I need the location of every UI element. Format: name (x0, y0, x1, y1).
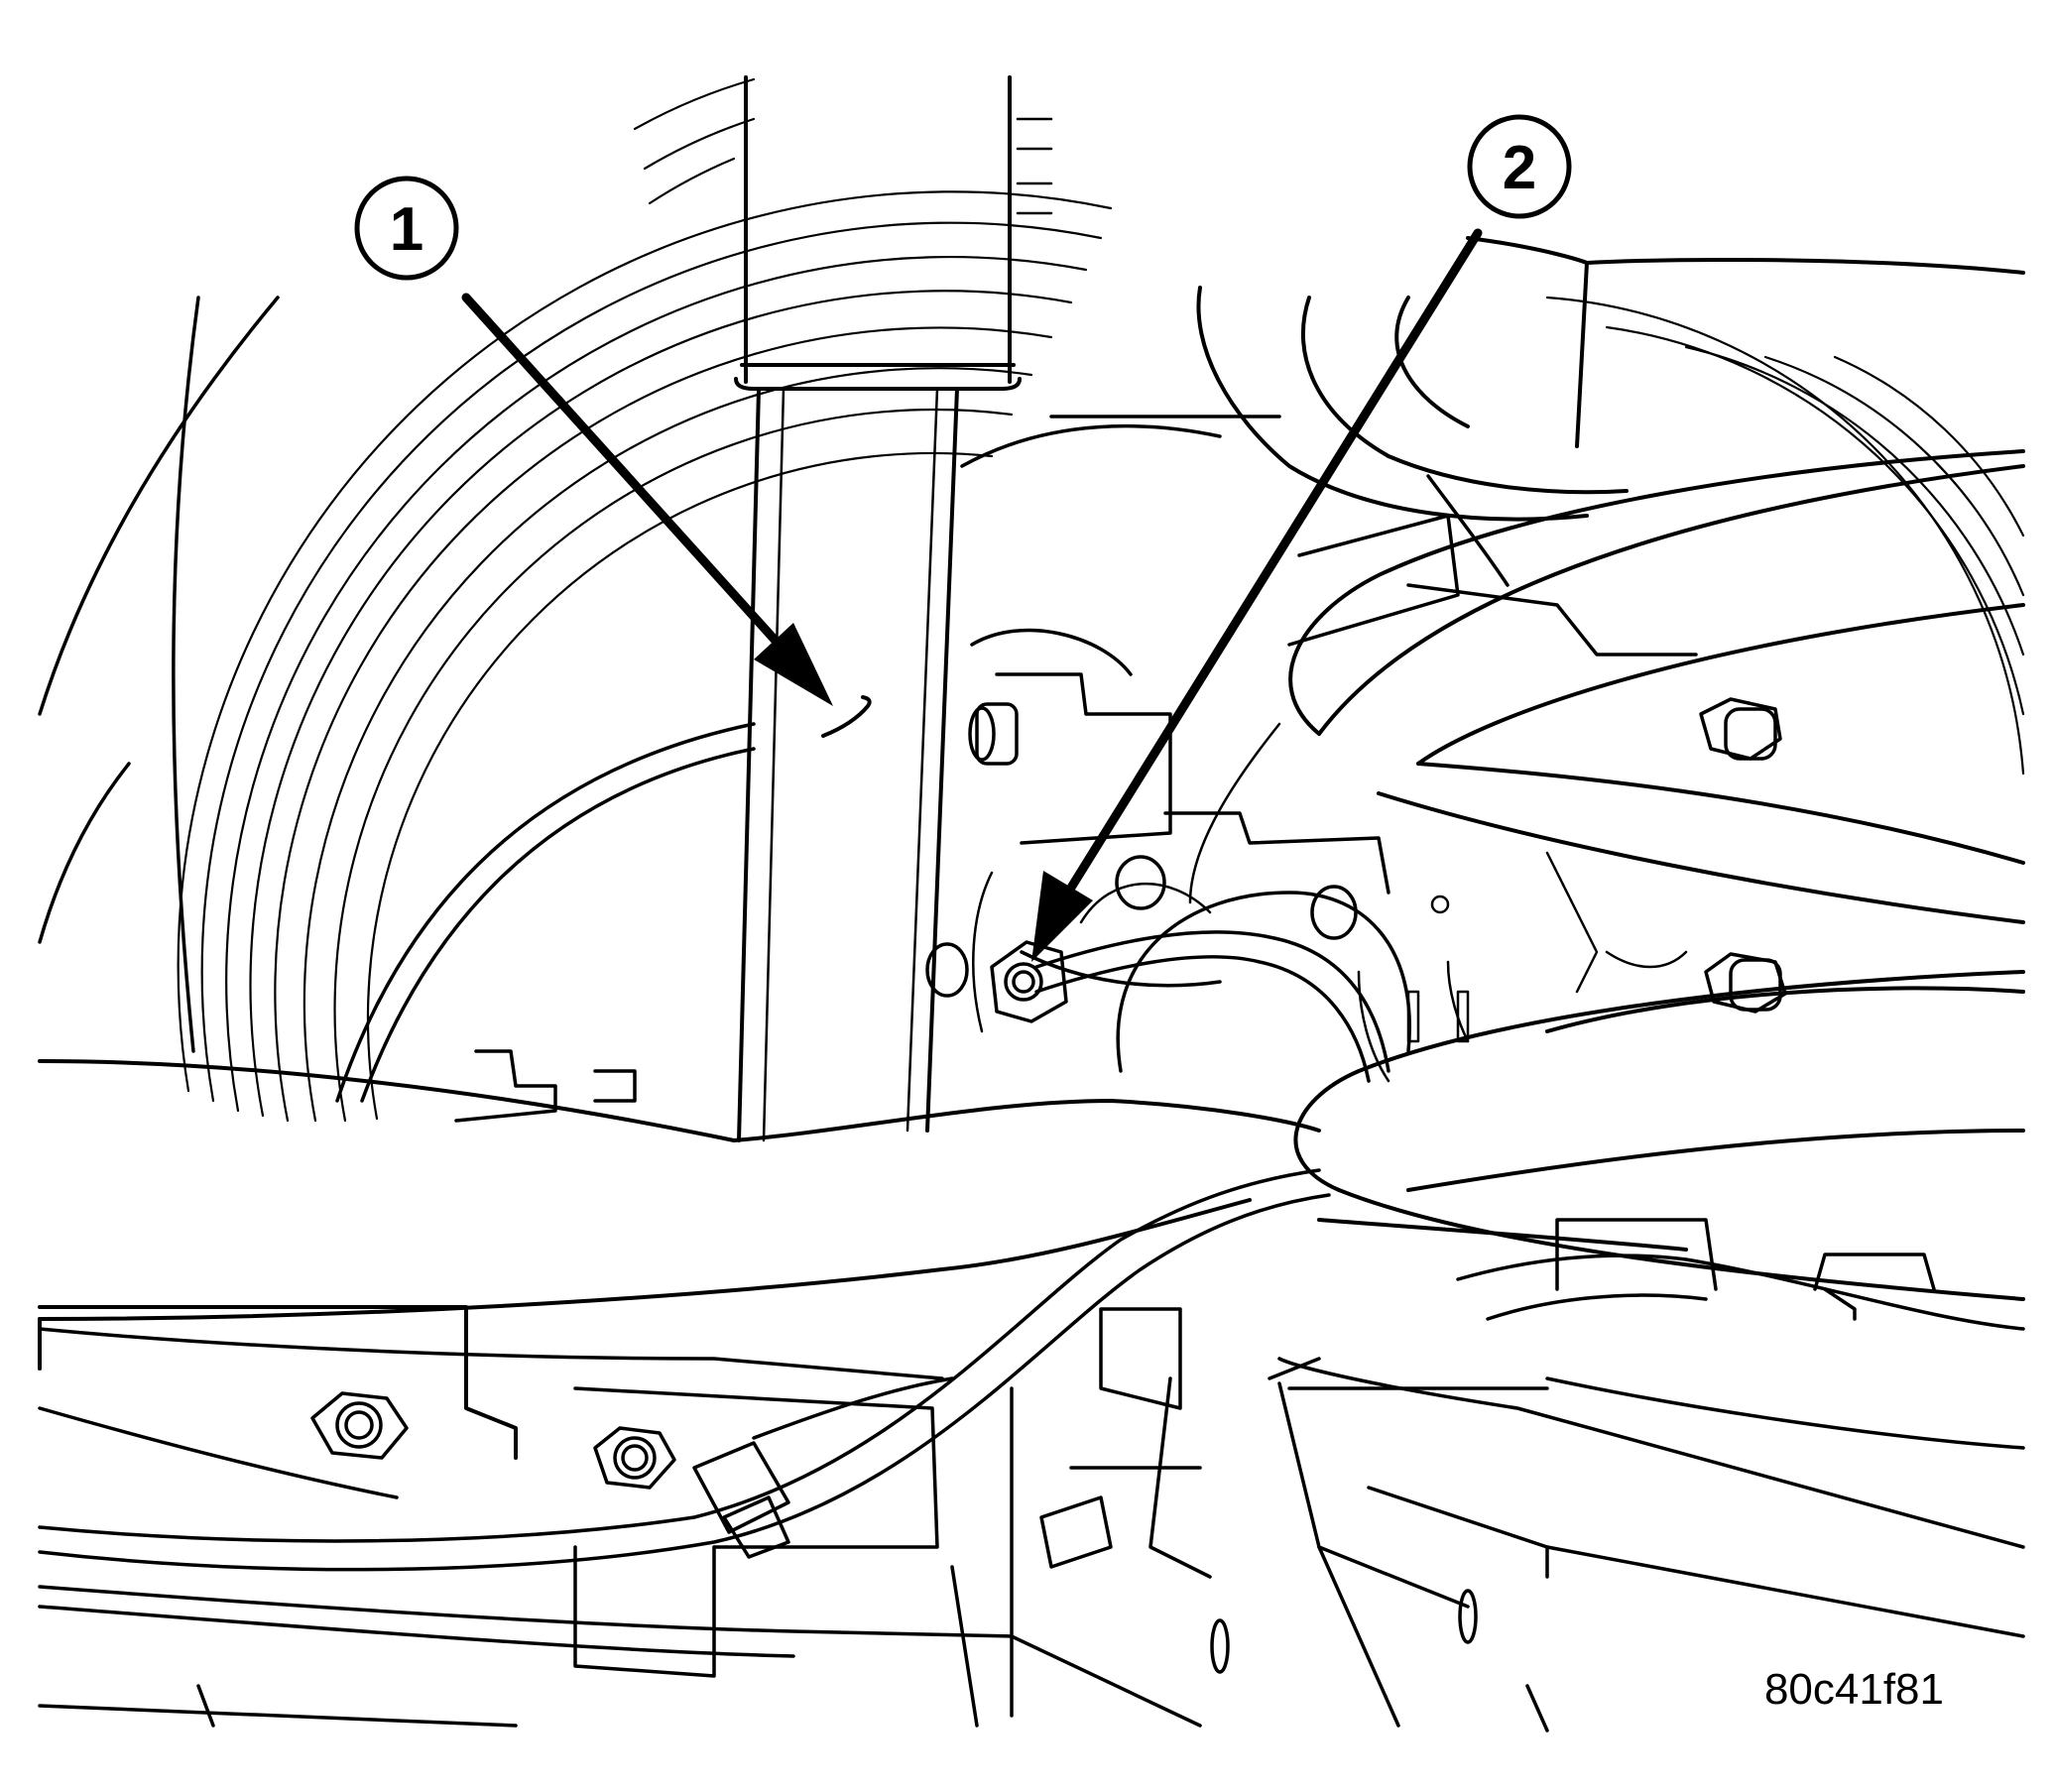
knuckle-detail (972, 722, 1688, 1083)
frame (38, 1218, 2025, 1732)
callout-2: 2 (1467, 114, 1572, 219)
callout-arrow-1 (461, 293, 788, 655)
figure-id: 80c41f81 (1764, 1665, 1944, 1714)
arrow-head-1 (754, 623, 833, 706)
sensor-cable (38, 722, 1390, 1572)
callout-2-label: 2 (1503, 134, 1536, 202)
callout-1: 1 (354, 176, 459, 281)
line-art (38, 75, 2025, 1732)
callout-arrows (461, 228, 1483, 962)
wheel-housing (38, 296, 280, 1053)
right-arcs (1545, 296, 2025, 776)
coil-spring (1196, 236, 2025, 1301)
rotor-arcs (177, 77, 1113, 1123)
arrow-head-2 (1031, 871, 1093, 962)
axle-beam (38, 1059, 1321, 1460)
knuckle (454, 415, 1698, 1123)
shock-absorber (734, 75, 1053, 1142)
callout-1-label: 1 (390, 195, 423, 264)
callout-arrow-2 (1066, 228, 1483, 893)
bolts (310, 697, 1787, 1490)
